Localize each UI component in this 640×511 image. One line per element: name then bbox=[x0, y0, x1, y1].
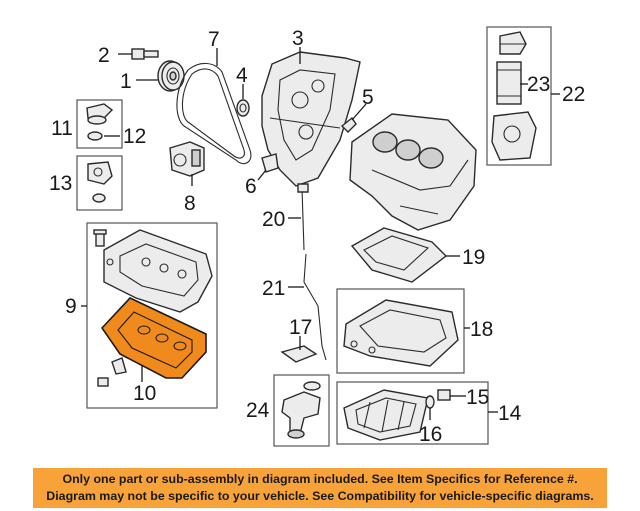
compatibility-notice: Only one part or sub-assembly in diagram… bbox=[33, 468, 607, 508]
crank-bolt bbox=[131, 48, 159, 60]
baffle-plate bbox=[280, 345, 318, 363]
leader-5 bbox=[351, 103, 367, 121]
callout-2: 2 bbox=[98, 44, 110, 67]
oil-filter-housing bbox=[491, 111, 537, 161]
callout-13: 13 bbox=[49, 172, 72, 195]
oil-cap-seal bbox=[87, 131, 103, 141]
callout-9: 9 bbox=[65, 295, 77, 318]
callout-7: 7 bbox=[208, 28, 220, 51]
callout-24: 24 bbox=[246, 399, 270, 422]
callout-14: 14 bbox=[498, 402, 522, 425]
gasket-inner-outline bbox=[117, 311, 193, 369]
front-seal bbox=[236, 99, 250, 117]
crank-pulley bbox=[157, 60, 185, 92]
callout-5: 5 bbox=[362, 86, 374, 109]
valve-cover bbox=[103, 229, 213, 313]
lower-oil-pan bbox=[343, 389, 429, 441]
notice-line-2: Diagram may not be specific to your vehi… bbox=[46, 489, 594, 503]
callout-3: 3 bbox=[292, 27, 304, 50]
callout-22: 22 bbox=[562, 83, 585, 106]
engine-block bbox=[349, 113, 477, 231]
box-oil-cap bbox=[76, 99, 123, 149]
box-upper-oil-pan bbox=[336, 288, 465, 374]
belt-tensioner bbox=[169, 141, 205, 177]
cover-gasket bbox=[340, 116, 357, 133]
callout-8: 8 bbox=[184, 192, 196, 215]
callout-19: 19 bbox=[462, 246, 485, 269]
leader-6 bbox=[257, 169, 267, 181]
timing-belt bbox=[176, 62, 252, 165]
callout-12: 12 bbox=[123, 125, 146, 148]
timing-cover bbox=[261, 51, 361, 187]
oil-baffle bbox=[350, 227, 448, 283]
callout-17: 17 bbox=[289, 316, 312, 339]
valve-cover-bracket bbox=[97, 357, 127, 387]
dipstick bbox=[303, 253, 327, 361]
callout-20: 20 bbox=[262, 208, 285, 231]
drain-plug-washer bbox=[425, 395, 435, 409]
oil-pump-pickup bbox=[281, 381, 321, 439]
box-lower-oil-pan bbox=[336, 381, 489, 445]
box-sensor bbox=[76, 155, 123, 211]
valve-cover-bolt bbox=[93, 229, 107, 247]
callout-10: 10 bbox=[133, 382, 156, 405]
box-oil-pump bbox=[273, 374, 330, 447]
callout-6: 6 bbox=[245, 175, 257, 198]
oil-pressure-sensor bbox=[87, 161, 113, 185]
box-valve-cover bbox=[86, 222, 218, 409]
upper-oil-pan bbox=[343, 299, 459, 367]
drain-plug bbox=[437, 389, 451, 401]
callout-18: 18 bbox=[470, 318, 493, 341]
gasket-plug-holes bbox=[137, 325, 187, 351]
callout-4: 4 bbox=[236, 64, 248, 87]
callout-23: 23 bbox=[527, 73, 550, 96]
callout-1: 1 bbox=[120, 70, 132, 93]
callout-16: 16 bbox=[419, 423, 442, 446]
callout-21: 21 bbox=[262, 277, 285, 300]
notice-line-1: Only one part or sub-assembly in diagram… bbox=[62, 472, 578, 486]
cover-cap bbox=[261, 153, 279, 173]
sensor-washer bbox=[92, 193, 106, 203]
oil-filter-cap bbox=[499, 31, 527, 55]
box-oil-filter bbox=[486, 26, 552, 166]
oil-filter-element bbox=[496, 61, 522, 105]
parts-diagram: 2 1 7 4 3 5 6 8 bbox=[49, 26, 585, 447]
oil-filler-cap bbox=[86, 103, 114, 125]
callout-15: 15 bbox=[466, 386, 489, 409]
dipstick-tube bbox=[297, 183, 309, 251]
callout-11: 11 bbox=[51, 117, 73, 140]
